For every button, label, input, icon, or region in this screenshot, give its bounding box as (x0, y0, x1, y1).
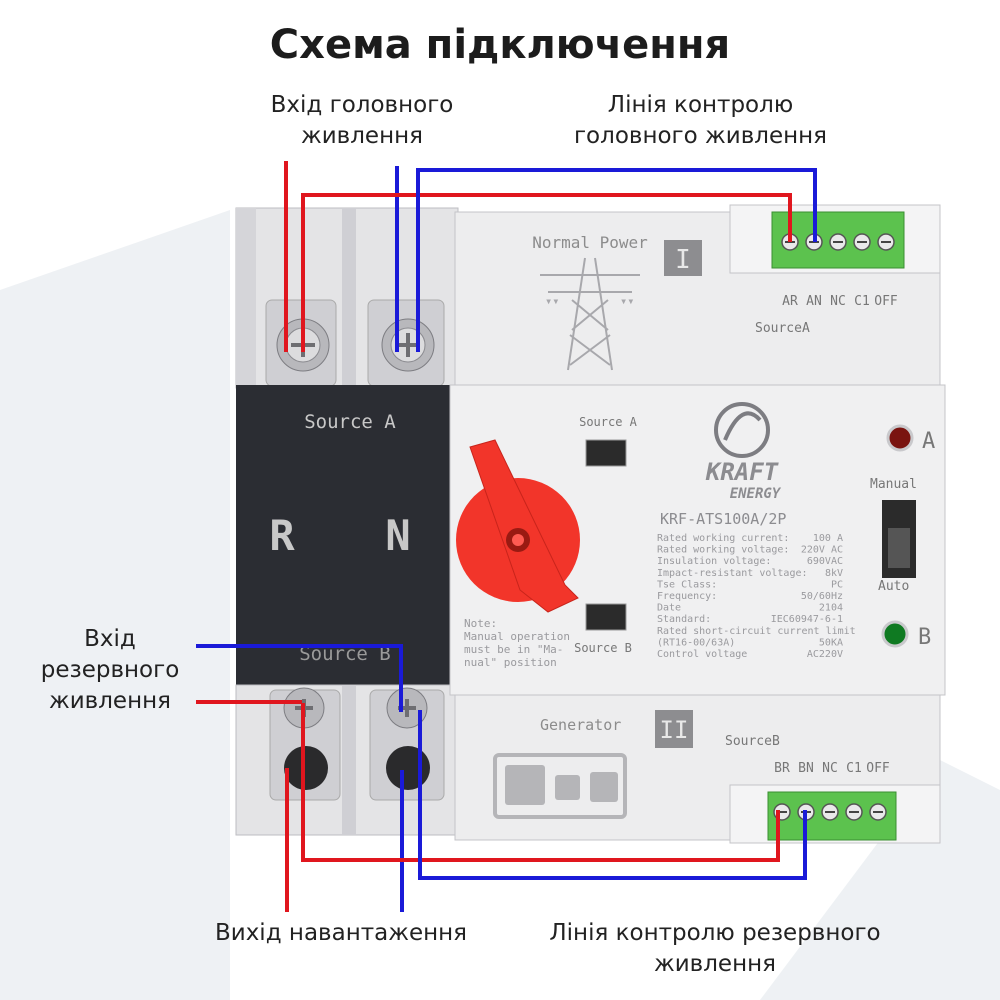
bottom-terminal-label: OFF (866, 761, 890, 776)
auto-label: Auto (878, 579, 909, 594)
source-b-block-label: Source B (299, 643, 391, 665)
label-main-input-line2: живлення (301, 123, 423, 149)
note-line: Manual operation (464, 630, 570, 643)
source-b-bottom-label: SourceB (725, 734, 780, 749)
brand-name-line2: ENERGY (730, 486, 782, 502)
indicator-a-lamp (886, 424, 914, 452)
manual-label: Manual (870, 477, 917, 492)
indicator-b-lamp (881, 620, 909, 648)
spec-key: Rated short-circuit current limit (657, 626, 856, 637)
note-line: Note: (464, 617, 497, 630)
manual-handle[interactable] (456, 439, 580, 613)
wire-backup-control-r (301, 703, 780, 862)
neutral-label: N (385, 511, 410, 560)
spec-key: Insulation voltage: (657, 556, 771, 567)
spec-value: 50/60Hz (801, 591, 843, 602)
normal-power-label: Normal Power (532, 233, 648, 252)
top-terminal-label: NC (830, 294, 846, 309)
label-backup-control: Лінія контролю резервного живлення (520, 918, 910, 980)
arrow-glyphs-right: ▾▾ (620, 294, 634, 308)
label-main-control: Лінія контролю головного живлення (548, 90, 853, 152)
indicator-b-label: B (918, 625, 931, 650)
screw-top-n (381, 318, 435, 372)
note-line: nual" position (464, 656, 557, 669)
roman-two-box (655, 710, 693, 748)
spec-value: AC220V (807, 649, 843, 660)
window-b (585, 603, 627, 631)
spec-key: Control voltage (657, 649, 747, 660)
source-a-block-label: Source A (304, 411, 396, 433)
bottom-terminal-label: BN (798, 761, 814, 776)
arrow-glyphs-left: ▾▾ (545, 294, 559, 308)
spec-value: PC (831, 579, 843, 590)
generator-label: Generator (540, 716, 621, 734)
breaker-front-plate (236, 385, 450, 685)
top-terminal-label: AR (782, 294, 798, 309)
label-main-control-line1: Лінія контролю (607, 92, 794, 118)
spec-key: Impact-resistant voltage: (657, 568, 808, 579)
label-backup-input-line3: живлення (49, 688, 171, 714)
label-backup-control-line1: Лінія контролю резервного (549, 920, 881, 946)
phase-label: R (269, 511, 295, 560)
label-backup-control-line2: живлення (654, 951, 776, 977)
window-a (585, 439, 627, 467)
brand-name-line1: KRAFT (705, 458, 780, 486)
generator-icon (493, 753, 627, 819)
wire-backup-input-n (196, 644, 403, 712)
note-line: must be in "Ma- (464, 643, 563, 656)
window-a-label: Source A (579, 415, 638, 429)
source-a-top-label: SourceA (755, 321, 810, 336)
spec-value: 50KA (819, 637, 843, 648)
label-load-output: Вихід навантаження (196, 918, 486, 949)
spec-value: IEC60947-6-1 (771, 614, 843, 625)
roman-one-label: I (675, 245, 691, 275)
spec-value: 100 A (813, 533, 843, 544)
top-terminal-screw (829, 233, 847, 251)
spec-key: Frequency: (657, 591, 717, 602)
spec-value: 690VAC (807, 556, 843, 567)
spec-key: Standard: (657, 614, 711, 625)
wire-main-control-n (416, 168, 817, 352)
top-terminal-label: OFF (874, 294, 898, 309)
label-backup-input-line1: Вхід (84, 626, 136, 652)
spec-key: Tse Class: (657, 579, 717, 590)
label-main-input-line1: Вхід головного (270, 92, 454, 118)
bottom-terminal-label: C1 (846, 761, 862, 776)
label-backup-input: Вхід резервного живлення (26, 624, 194, 717)
spec-value: 2104 (819, 603, 843, 614)
spec-key: Rated working voltage: (657, 545, 789, 556)
spec-key: (RT16-00/63A) (657, 637, 735, 648)
model-label: KRF-ATS100A/2P (660, 510, 786, 528)
label-main-control-line2: головного живлення (573, 123, 828, 149)
indicator-a-label: A (922, 429, 935, 454)
label-load-output-line1: Вихід навантаження (214, 920, 468, 946)
wire-main-control-r (301, 193, 792, 352)
window-b-label: Source B (574, 641, 632, 655)
label-main-input: Вхід головного живлення (258, 90, 466, 152)
output-terminal-r (284, 746, 328, 790)
bottom-terminal-label: NC (822, 761, 838, 776)
bottom-terminal-screw (821, 803, 839, 821)
wire-backup-control-n (418, 710, 807, 880)
bottom-terminal-label: BR (774, 761, 790, 776)
output-terminal-n (386, 746, 430, 790)
top-terminal-screw (853, 233, 871, 251)
roman-one-box (664, 240, 702, 276)
spec-value: 8kV (825, 568, 843, 579)
bottom-terminal-screw (845, 803, 863, 821)
top-terminal-label: AN (806, 294, 822, 309)
brand-logo (714, 402, 770, 458)
roman-two-label: II (660, 716, 689, 744)
spec-key: Rated working current: (657, 533, 789, 544)
top-terminal-screw (877, 233, 895, 251)
wiring (196, 161, 817, 912)
spec-key: Date (657, 603, 681, 614)
bottom-terminal-screw (869, 803, 887, 821)
top-terminal-label: C1 (854, 294, 870, 309)
spec-value: 220V AC (801, 545, 843, 556)
label-backup-input-line2: резервного (40, 657, 180, 683)
pylon-icon (540, 257, 640, 371)
diagram-title: Схема підключення (269, 22, 731, 68)
